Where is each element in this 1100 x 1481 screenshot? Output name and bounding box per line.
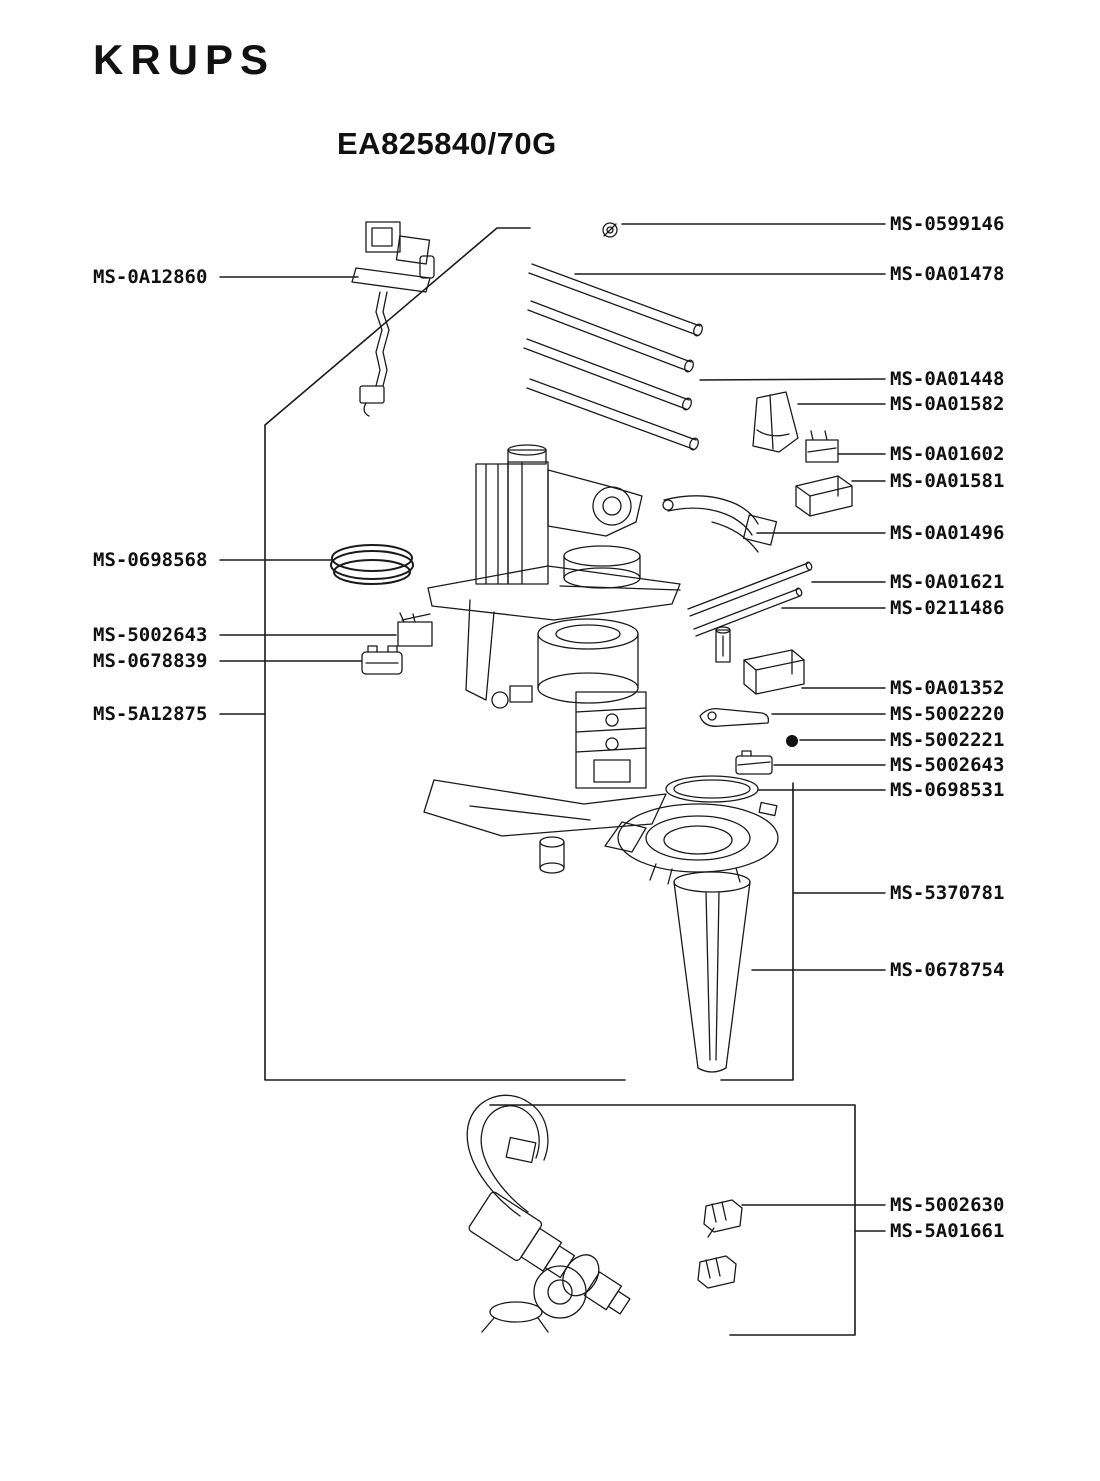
brand-logo: KRUPS <box>93 36 276 83</box>
part-switch-0a01602 <box>805 430 839 463</box>
part-label: MS-0A01478 <box>890 263 1005 285</box>
part-label: MS-0A01448 <box>890 368 1005 390</box>
part-thin-tubes <box>687 561 813 637</box>
model-number: EA825840/70G <box>337 126 557 161</box>
part-switch-0a01352 <box>743 649 805 695</box>
part-pump-assembly <box>466 1094 631 1333</box>
part-lever <box>699 708 770 727</box>
part-connector <box>361 645 403 675</box>
part-funnel-collar <box>604 801 779 885</box>
part-label: MS-0211486 <box>890 597 1005 619</box>
part-microswitch-left <box>397 612 433 647</box>
part-clip-5002630 <box>703 1199 743 1238</box>
part-label: MS-0A01352 <box>890 677 1005 699</box>
part-duct <box>752 391 799 453</box>
part-gasket-ring <box>665 775 759 803</box>
part-label: MS-0698568 <box>93 549 208 571</box>
part-microswitch-right <box>735 750 773 775</box>
part-label: MS-0A01496 <box>890 522 1005 544</box>
part-handle <box>662 495 778 553</box>
part-label: MS-0599146 <box>890 213 1005 235</box>
part-label: MS-0698531 <box>890 779 1005 801</box>
part-label: MS-5A01661 <box>890 1220 1005 1242</box>
part-label: MS-0A01602 <box>890 443 1005 465</box>
part-switch-0a01581 <box>795 475 853 517</box>
part-label: MS-5A12875 <box>93 703 208 725</box>
part-seal-dot <box>786 735 798 747</box>
part-label: MS-0A01621 <box>890 571 1005 593</box>
part-tubes <box>523 263 703 451</box>
part-label: MS-0678754 <box>890 959 1005 981</box>
part-label: MS-5002220 <box>890 703 1005 725</box>
part-label: MS-0A01582 <box>890 393 1005 415</box>
part-cone <box>673 871 751 1073</box>
leader-lines <box>219 223 886 1232</box>
part-clip-5a01661 <box>697 1255 737 1289</box>
part-label: MS-5002643 <box>890 754 1005 776</box>
part-valve-assembly <box>351 221 435 417</box>
part-label: MS-5002221 <box>890 729 1005 751</box>
part-label: MS-0678839 <box>93 650 208 672</box>
part-label: MS-5002630 <box>890 1194 1005 1216</box>
part-label: MS-0A01581 <box>890 470 1005 492</box>
part-brew-unit <box>423 444 681 874</box>
part-screw <box>602 222 618 238</box>
grouping-brackets <box>264 227 856 1336</box>
part-label: MS-0A12860 <box>93 266 208 288</box>
part-seal-coil <box>330 544 414 585</box>
part-pin <box>715 626 731 663</box>
part-label: MS-5002643 <box>93 624 208 646</box>
part-label: MS-5370781 <box>890 882 1005 904</box>
